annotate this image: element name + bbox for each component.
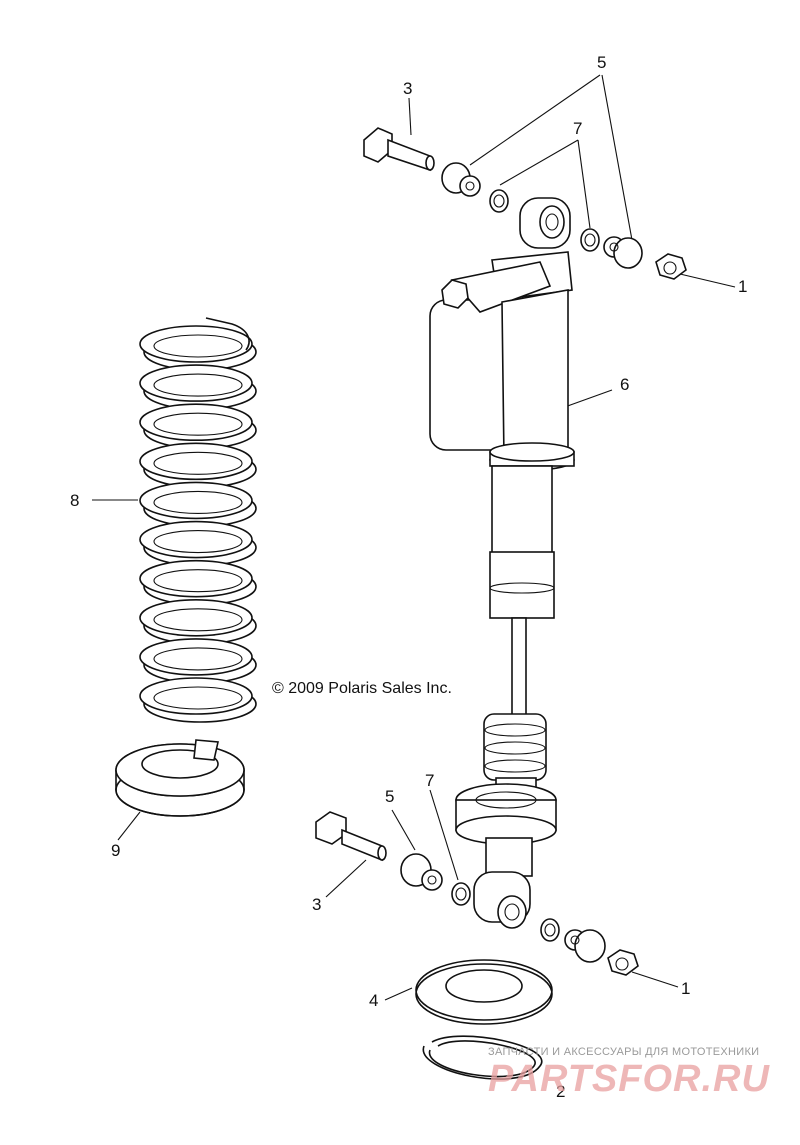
leader-lines [92,74,736,1001]
top-washer-right [580,228,600,252]
top-washer-left [489,189,509,213]
callout-3-bottom: 3 [312,895,322,914]
spring-coil-inner [153,530,243,554]
spring-coil [139,520,253,559]
callout-5-bottom: 5 [385,787,395,806]
spring-retainer [115,739,245,817]
bottom-bushing-right [564,929,606,963]
bottom-nut [607,949,639,976]
spring-coil-inner [153,373,243,397]
callout-3-top: 3 [403,79,413,98]
shock-absorber [429,197,575,929]
top-bolt [363,127,435,172]
watermark-brand: PARTSFOR.RU [488,1058,770,1100]
callout-1-top: 1 [738,277,748,296]
thrust-washer [415,959,553,1025]
spring-coil [139,325,253,363]
callout-1-bottom: 1 [681,979,691,998]
callout-6: 6 [620,375,630,394]
spring-coil [139,638,253,676]
spring-coil [139,559,253,598]
spring-coil-inner [153,490,243,514]
top-nut [655,253,687,280]
callout-7-bottom: 7 [425,771,435,790]
callout-4: 4 [369,991,379,1010]
spring-coil-inner [153,569,243,593]
watermark-tagline: ЗАПЧАСТИ И АКСЕССУАРЫ ДЛЯ МОТОТЕХНИКИ [488,1046,760,1058]
spring-coil-inner [153,451,243,475]
copyright-notice: © 2009 Polaris Sales Inc. [272,680,452,697]
spring-coil-inner [153,334,243,358]
callout-9: 9 [111,841,121,860]
top-bushing-left [441,162,481,197]
spring-coil [139,481,253,520]
callout-2: 2 [556,1082,566,1101]
spring-coil-inner [153,608,243,632]
spring-coil-inner [153,647,243,671]
spring-coil [139,364,253,402]
bottom-bushing-left [400,853,443,891]
spring-end-tail [205,317,250,351]
snap-ring [422,1035,543,1080]
coil-spring [139,317,257,723]
spring-coil [139,442,253,481]
bottom-washer-right [540,918,560,942]
callout-7-top: 7 [573,119,583,138]
spring-coil [139,598,253,637]
bottom-washer-left [451,882,471,906]
callout-8: 8 [70,491,80,510]
spring-coil-inner [153,412,243,436]
spring-coil [139,403,253,442]
spring-coil-inner [153,686,243,710]
bottom-bolt [315,811,387,862]
callout-5-top: 5 [597,53,607,72]
top-bushing-right [603,236,643,269]
spring-coil [139,677,253,715]
